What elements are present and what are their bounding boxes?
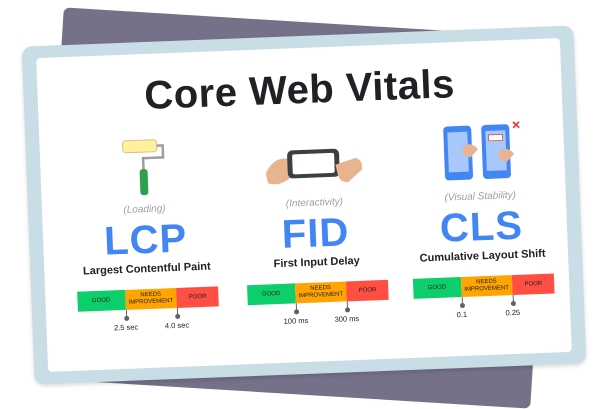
infographic-card: Core Web Vitals (Loading) LCP Largest Co…	[21, 25, 587, 385]
needs-improvement-segment: NEEDS IMPROVEMENT	[294, 281, 347, 304]
good-segment: GOOD	[412, 277, 462, 299]
infographic-panel: Core Web Vitals (Loading) LCP Largest Co…	[36, 38, 572, 372]
threshold-markers: 2.5 sec 4.0 sec	[77, 306, 220, 341]
threshold-tick	[125, 309, 127, 318]
metric-cls: (Visual Stability) CLS Cumulative Layout…	[395, 116, 568, 329]
good-segment: GOOD	[76, 289, 126, 312]
poor-segment: POOR	[345, 279, 390, 302]
threshold-label: 2.5 sec	[113, 322, 139, 333]
good-segment: GOOD	[246, 283, 296, 306]
poor-segment: POOR	[175, 286, 220, 308]
metric-fid: (Interactivity) FID First Input Delay GO…	[229, 122, 402, 335]
threshold-markers: 0.1 0.25	[413, 293, 556, 328]
metric-lcp: (Loading) LCP Largest Contentful Paint G…	[59, 129, 232, 342]
threshold-tick	[346, 301, 348, 310]
threshold-tick	[295, 303, 297, 312]
threshold-label: 4.0 sec	[164, 320, 190, 331]
metric-abbreviation: CLS	[439, 203, 524, 251]
page-title: Core Web Vitals	[143, 62, 456, 119]
poor-segment: POOR	[511, 273, 556, 296]
threshold-label: 100 ms	[283, 315, 309, 326]
metric-category: (Visual Stability)	[444, 189, 517, 204]
shifting-layout-phones-icon	[395, 116, 562, 188]
needs-improvement-segment: NEEDS IMPROVEMENT	[460, 275, 513, 298]
paint-roller-icon	[59, 129, 226, 201]
threshold-label: 0.25	[505, 307, 521, 318]
metric-category: (Loading)	[123, 203, 166, 216]
threshold-tick	[461, 296, 463, 306]
metric-category: (Interactivity)	[285, 196, 344, 210]
threshold-tick	[512, 295, 514, 304]
threshold-label: 300 ms	[334, 313, 360, 324]
threshold-label: 0.1	[456, 309, 468, 320]
threshold-tick	[176, 307, 178, 316]
needs-improvement-segment: NEEDS IMPROVEMENT	[124, 287, 177, 310]
hands-tapping-phone-icon	[229, 122, 396, 194]
threshold-markers: 100 ms 300 ms	[247, 300, 390, 335]
metric-abbreviation: FID	[281, 210, 351, 257]
metric-abbreviation: LCP	[103, 216, 189, 264]
